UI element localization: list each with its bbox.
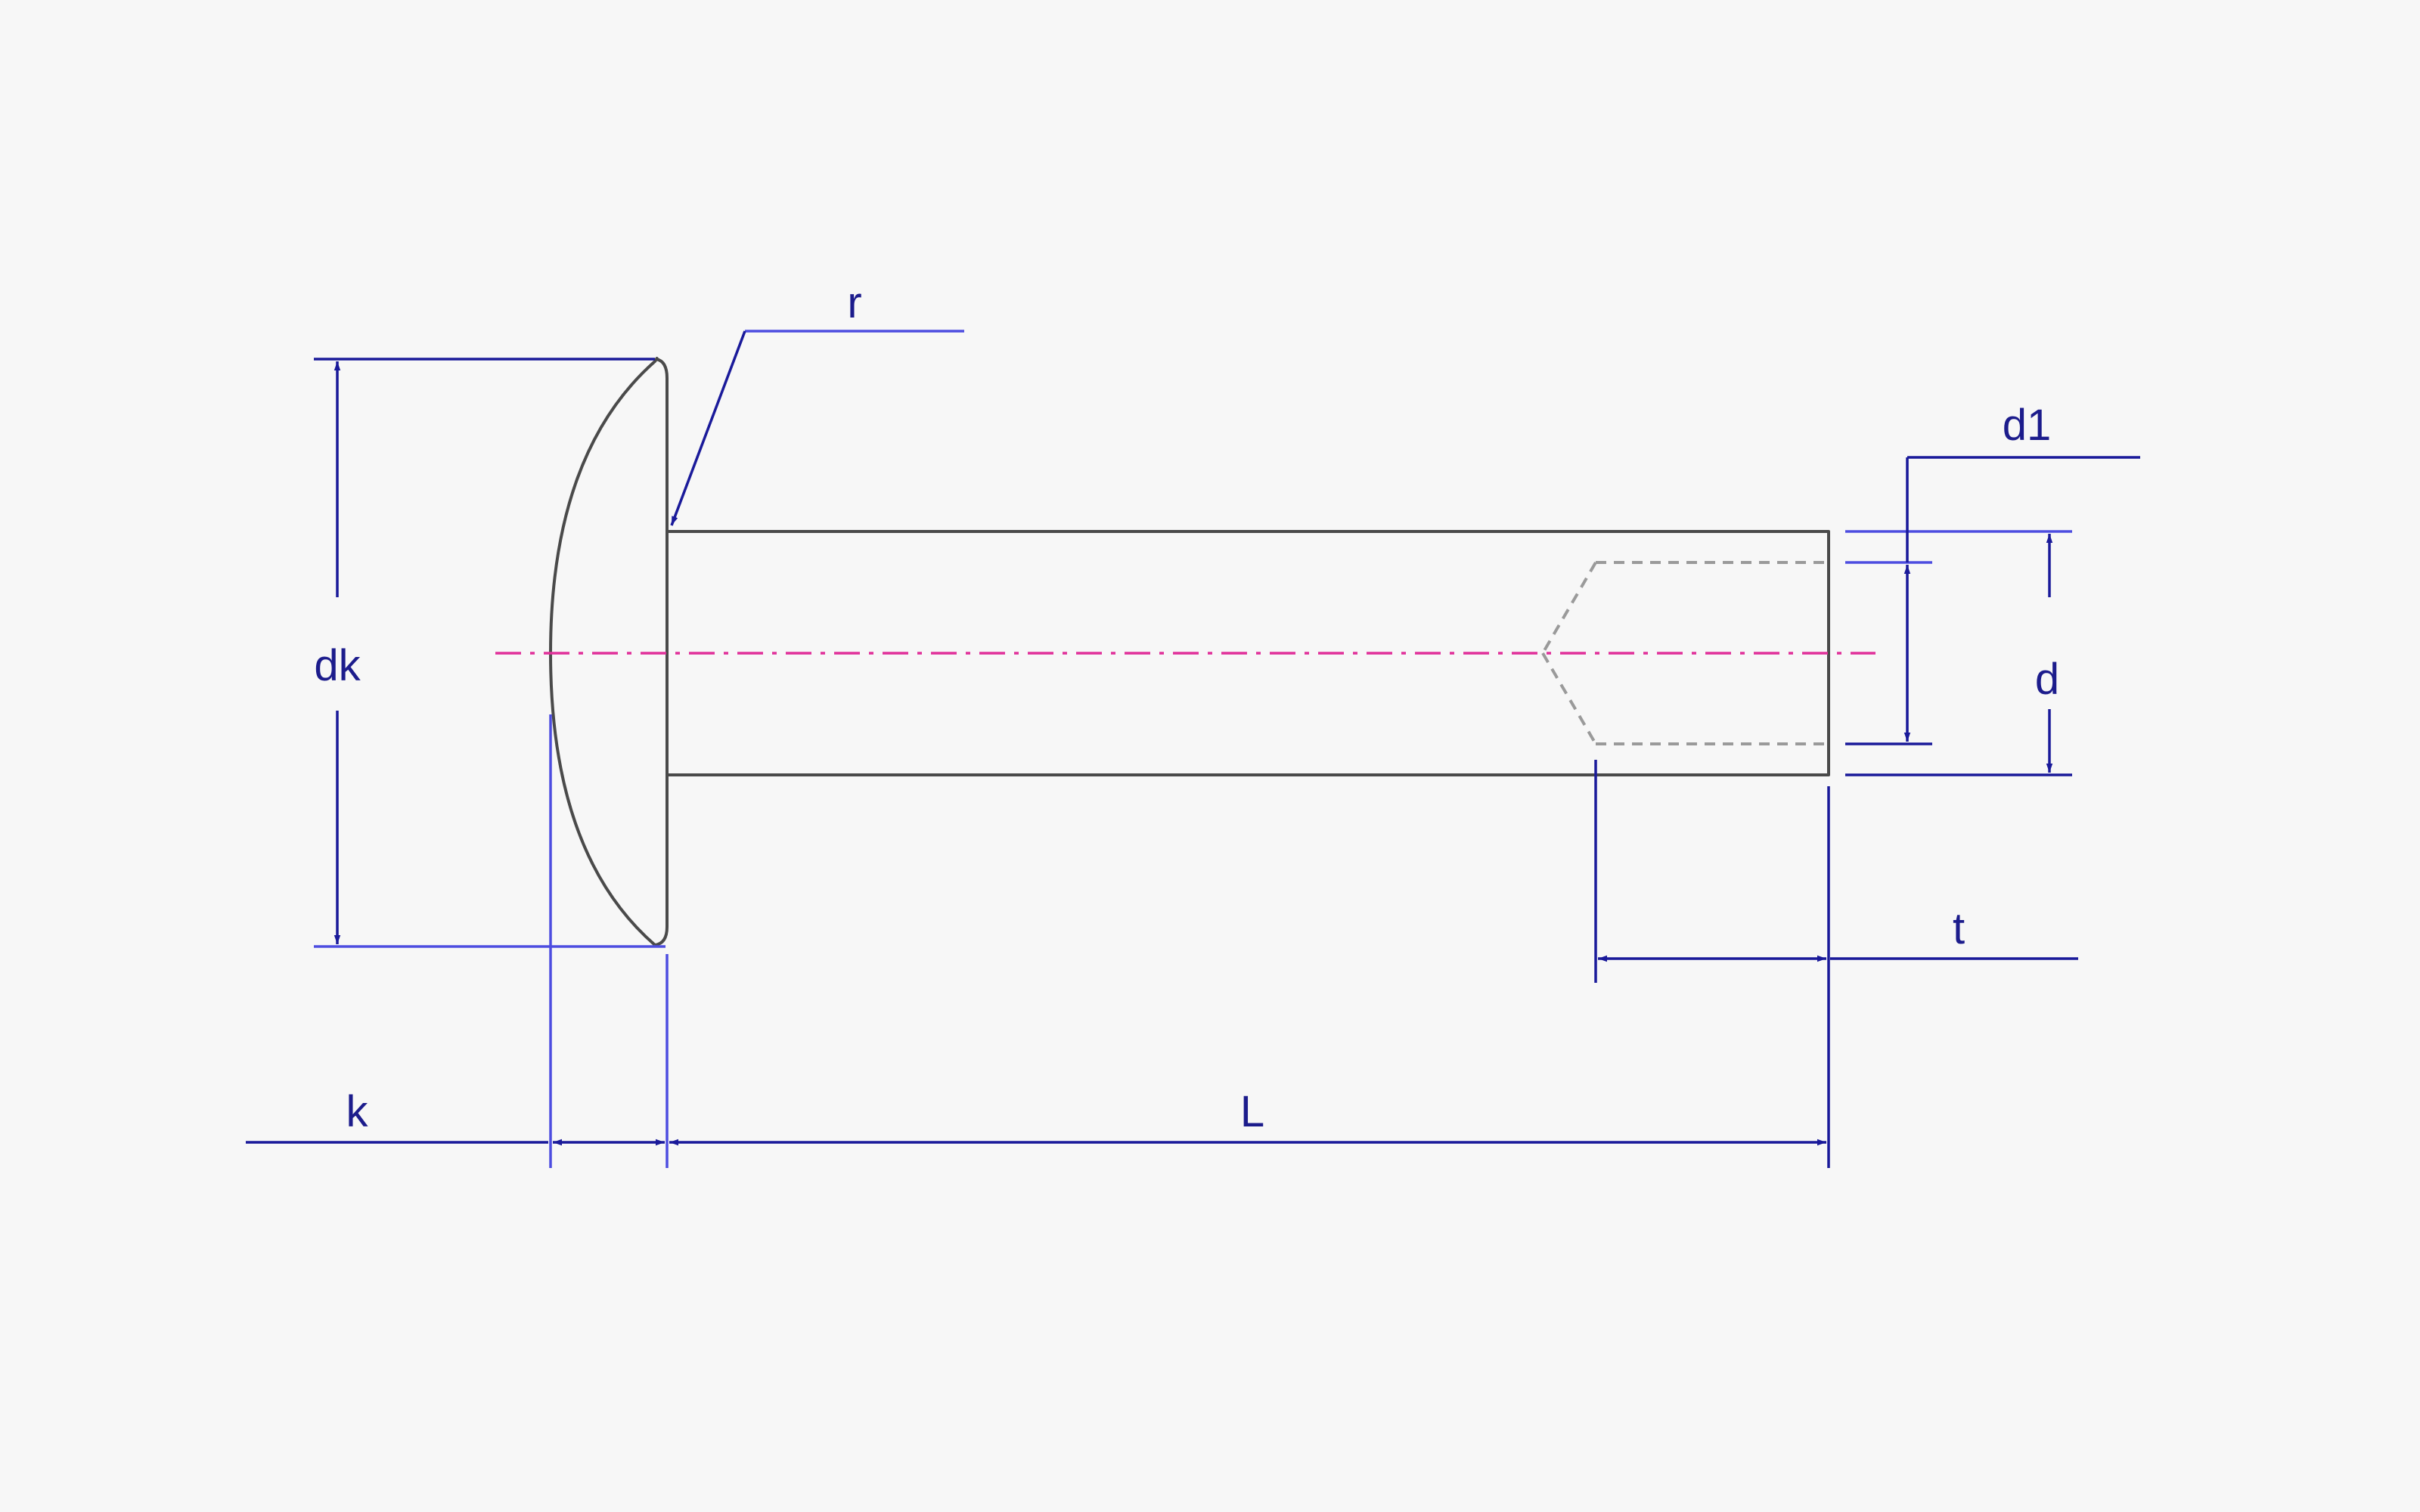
d1-dimension: d1 — [1845, 401, 2140, 745]
rivet-head-dome — [549, 357, 659, 947]
label-r: r — [847, 278, 861, 327]
rivet-outline — [549, 357, 1830, 947]
rivet-shank — [667, 530, 1830, 776]
label-t: t — [1953, 904, 1965, 953]
label-L: L — [1240, 1087, 1264, 1136]
label-d: d — [2035, 655, 2059, 704]
L-dimension: L — [669, 786, 1830, 1168]
label-dk: dk — [314, 641, 361, 690]
r-leader: r — [670, 278, 964, 526]
label-d1: d1 — [2003, 401, 2052, 450]
hidden-bore — [1541, 561, 1829, 745]
d-dimension: d — [1845, 530, 2072, 776]
dk-dimension: dk — [314, 358, 666, 948]
label-k: k — [346, 1087, 369, 1136]
k-dimension: k — [246, 714, 669, 1168]
rivet-head-bearing-face — [654, 358, 669, 947]
t-dimension: t — [1594, 760, 2078, 983]
